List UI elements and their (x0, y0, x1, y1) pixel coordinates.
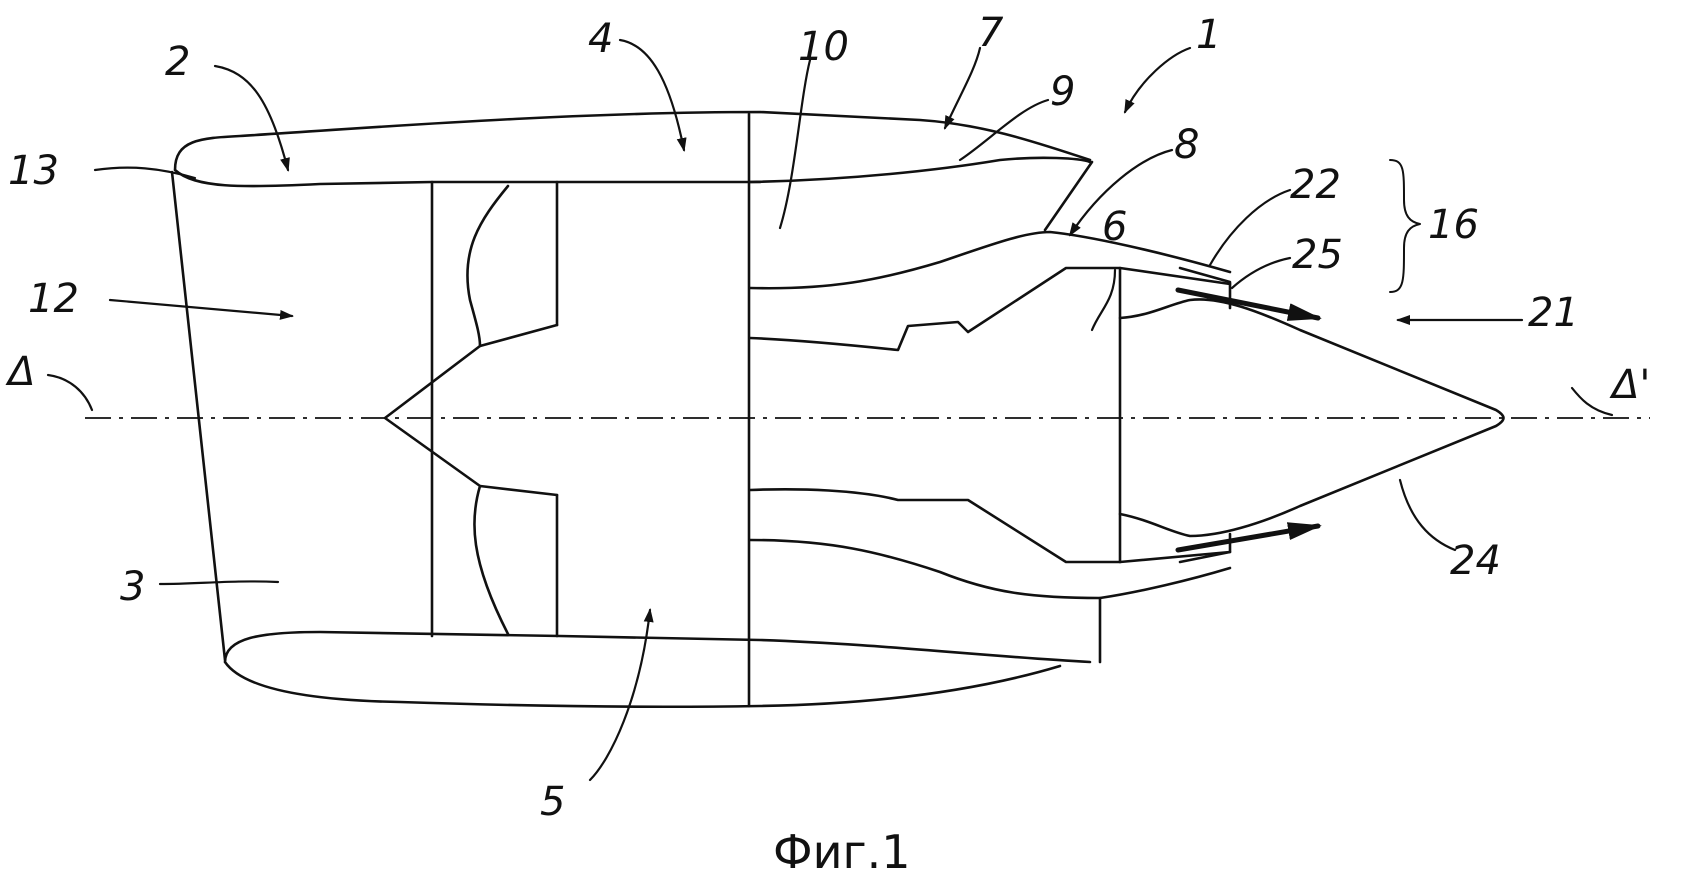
inlet-leading-edge-line (170, 170, 227, 662)
fan-blade-lower (473, 484, 559, 636)
leader-7 (943, 46, 982, 130)
inlet-flow-arrow (108, 298, 294, 320)
label-16: 16 (1428, 202, 1479, 248)
label-21: 21 (1528, 290, 1579, 336)
label-12: 12 (28, 276, 79, 322)
core-cowl-lower (748, 538, 1232, 600)
axis-label-right: Δ' (1609, 362, 1650, 408)
core-inner-lower (748, 488, 1232, 564)
leader-8 (1068, 148, 1174, 237)
figure-caption: Фиг.1 (773, 825, 911, 879)
label-9: 9 (1050, 69, 1075, 115)
label-4: 4 (588, 16, 613, 62)
spinner-cone (383, 344, 482, 488)
leader-22 (1208, 188, 1292, 267)
label-7: 7 (978, 10, 1004, 56)
leader-delta-right (1570, 386, 1614, 417)
nacelle-trailing-edge (1043, 160, 1102, 664)
leader-3 (158, 580, 280, 586)
core-inner-upper (748, 266, 1232, 352)
leader-10 (778, 58, 812, 230)
leader-delta-left (46, 373, 94, 412)
core-cowl-upper (748, 230, 1232, 290)
label-22: 22 (1290, 162, 1341, 208)
leader-5 (588, 608, 654, 782)
leader-4 (618, 38, 687, 152)
leader-6 (1090, 268, 1117, 332)
label-13: 13 (8, 148, 59, 194)
axis-label-left: Δ (5, 349, 35, 395)
label-25: 25 (1292, 232, 1343, 278)
label-1: 1 (1196, 12, 1221, 58)
exhaust-plug (1118, 298, 1505, 538)
primary-nozzle-lip (1178, 266, 1232, 564)
label-2: 2 (165, 39, 190, 85)
brace-16 (1389, 159, 1421, 293)
bypass-duct-outer (748, 156, 1092, 184)
label-24: 24 (1450, 538, 1501, 584)
leader-9 (958, 98, 1050, 162)
fan-frame-lines (430, 180, 559, 638)
label-8: 8 (1174, 122, 1199, 168)
fan-blade-upper (466, 184, 559, 348)
label-10: 10 (798, 24, 849, 70)
upper-nacelle-wall (173, 110, 1092, 188)
flow-arrow-upper (1175, 287, 1322, 321)
leader-1 (1123, 46, 1192, 114)
leader-2 (213, 64, 290, 172)
label-3: 3 (120, 564, 145, 610)
leader-25 (1230, 256, 1292, 290)
label-5: 5 (540, 779, 565, 825)
flow-arrow-lower (1175, 522, 1322, 553)
lower-nacelle-wall (223, 630, 1092, 709)
leader-24 (1398, 478, 1457, 552)
label-6: 6 (1102, 204, 1127, 250)
leader-13 (93, 166, 197, 180)
